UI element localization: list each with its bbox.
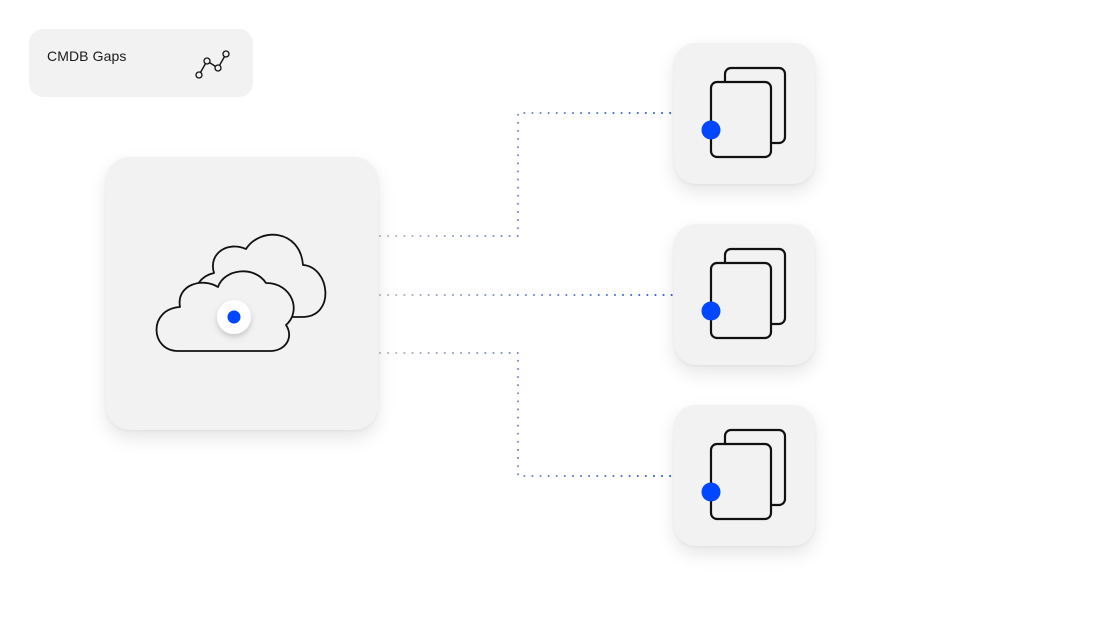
connector-bottom	[379, 352, 673, 477]
label-title: CMDB Gaps	[47, 48, 127, 64]
stacked-cards-icon	[701, 247, 787, 340]
cloud-icon	[155, 233, 327, 352]
target-card	[674, 224, 815, 365]
connector-top	[379, 112, 673, 237]
stacked-cards-icon	[701, 66, 787, 159]
stacked-cards-icon	[701, 428, 787, 521]
label-card: CMDB Gaps	[29, 29, 253, 97]
target-card	[674, 43, 815, 184]
source-card	[106, 157, 378, 430]
trend-line-icon	[195, 50, 230, 79]
target-card	[674, 405, 815, 546]
